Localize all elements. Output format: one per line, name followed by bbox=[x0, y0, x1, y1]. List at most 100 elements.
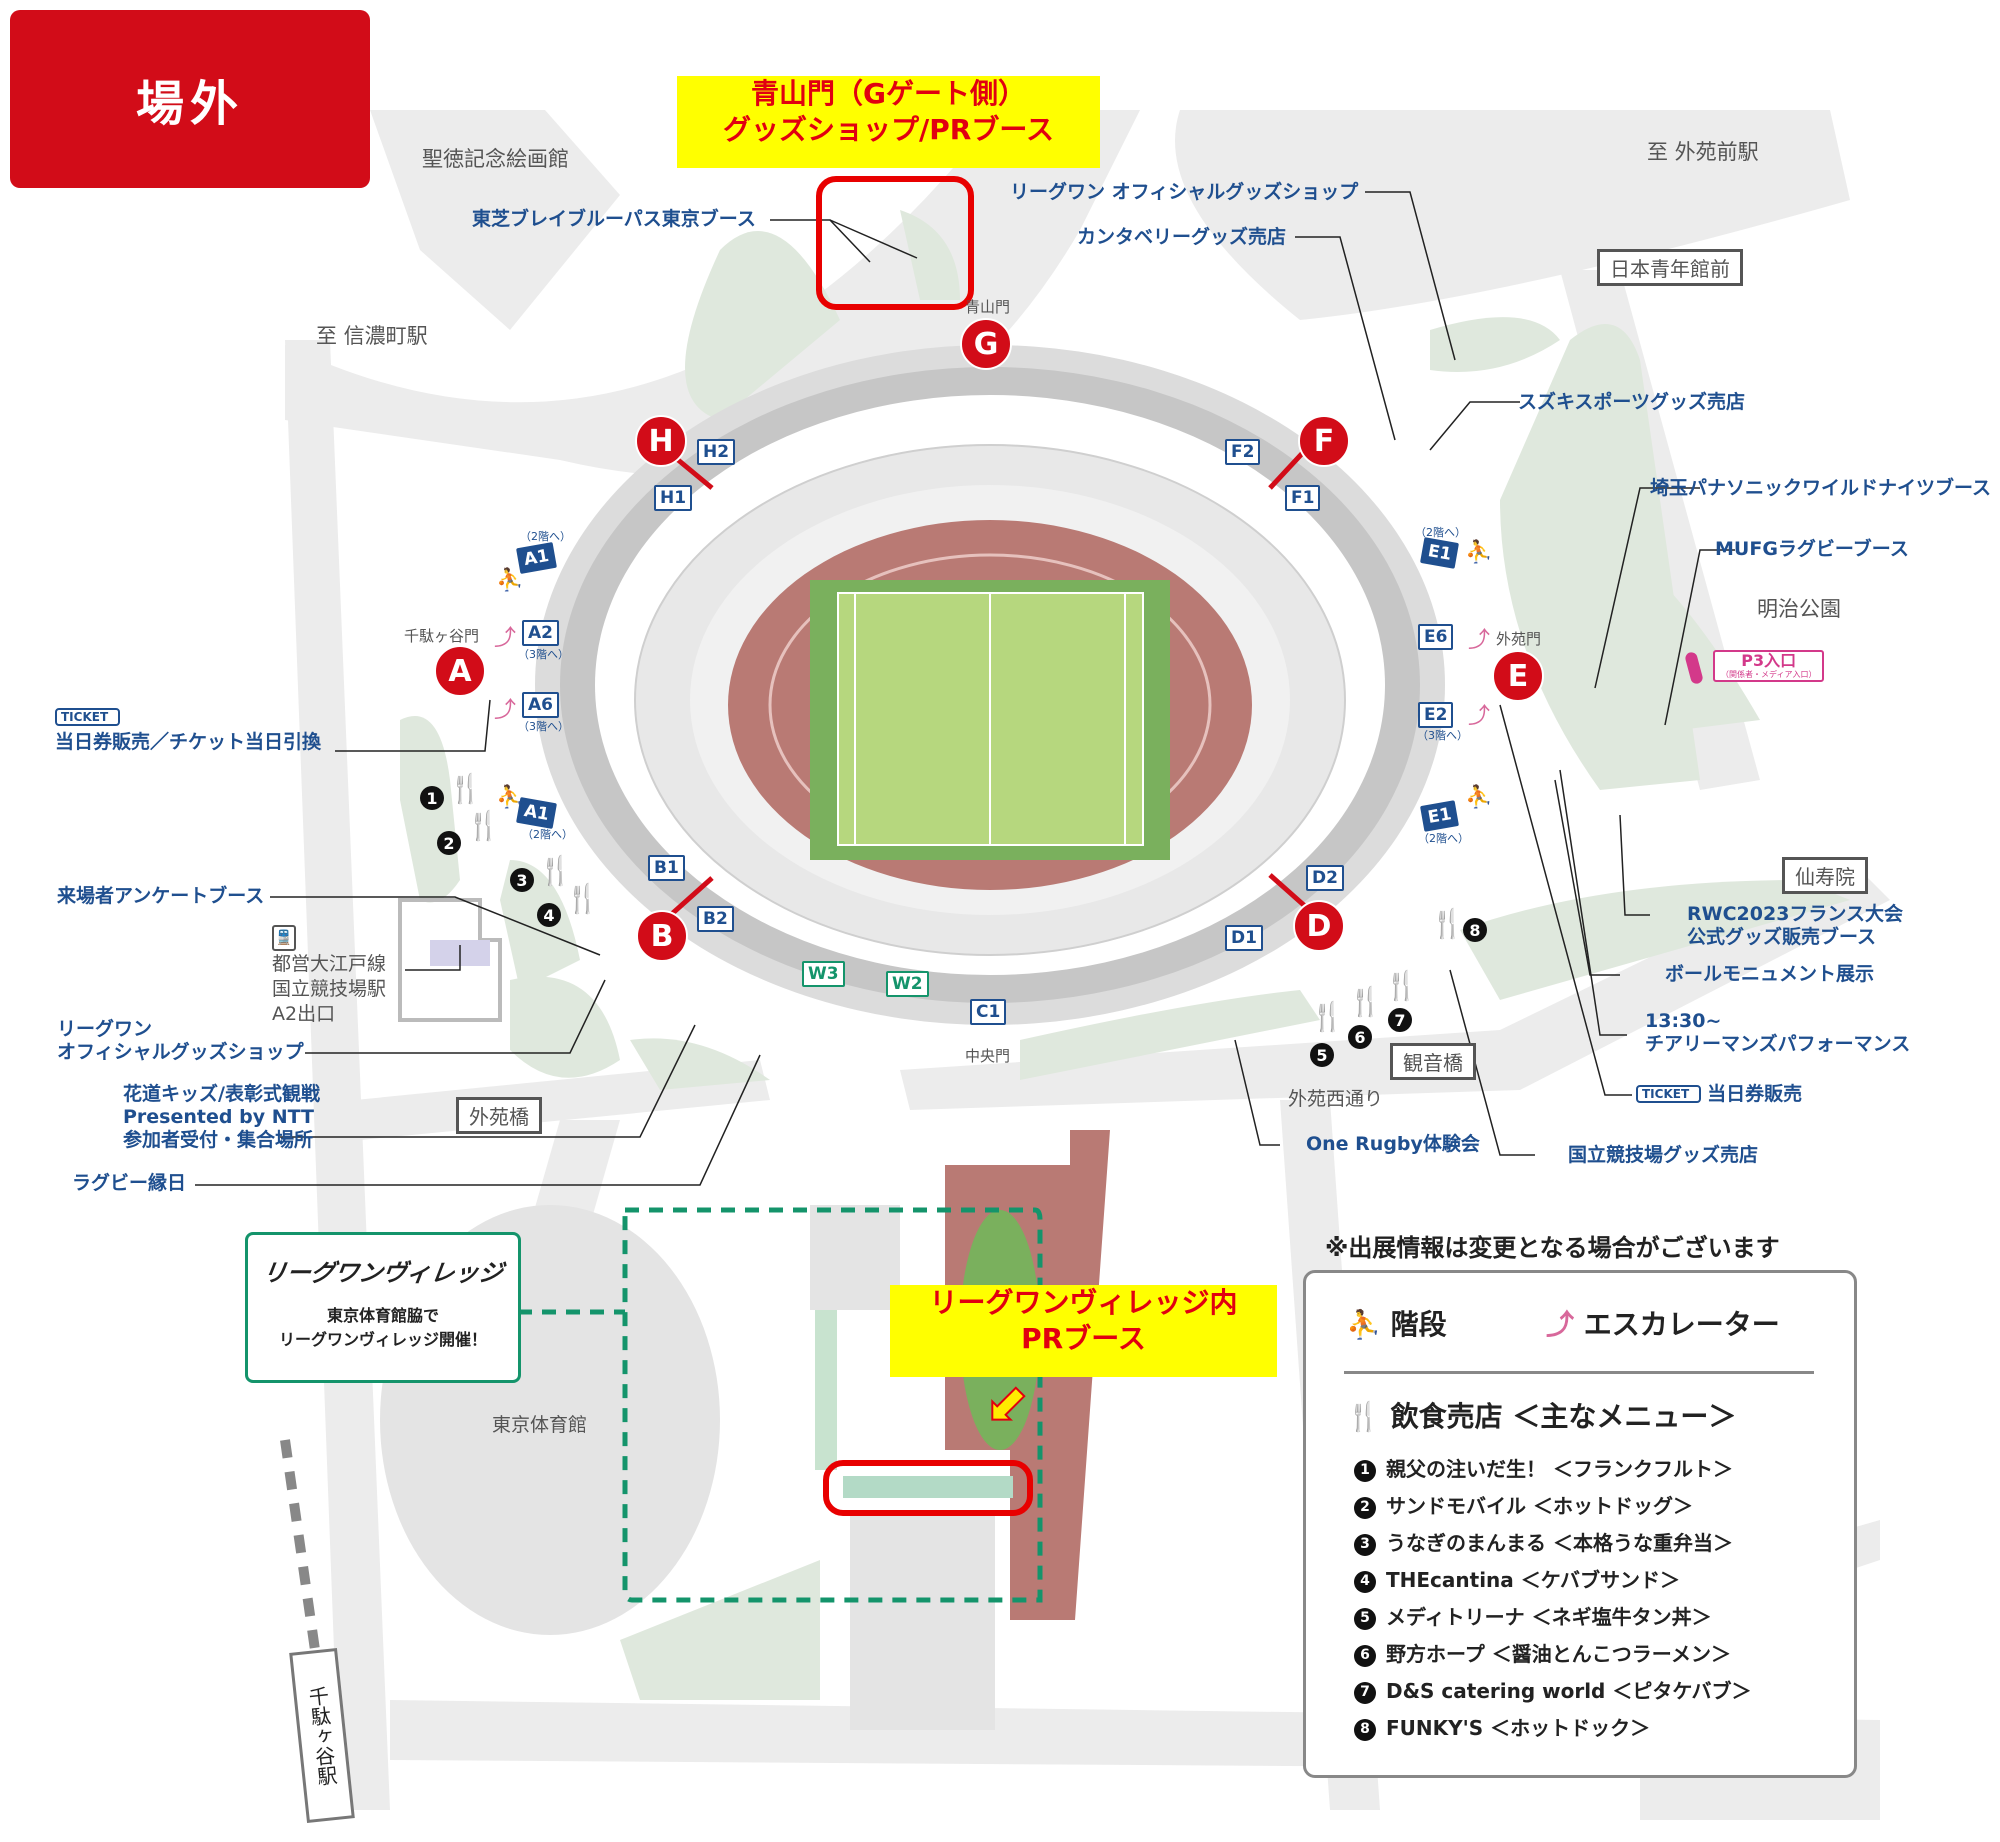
stairs-icon: ⛹ bbox=[496, 568, 524, 593]
place-seitoku: 聖徳記念絵画館 bbox=[422, 147, 569, 171]
league-one-village-callout[interactable]: リーグワンヴィレッジ 東京体育館脇で リーグワンヴィレッジ開催！ bbox=[245, 1232, 521, 1383]
booth-survey: 来場者アンケートブース bbox=[57, 885, 265, 907]
stairs-icon: ⛹ bbox=[1346, 1308, 1381, 1341]
ticket-left-label: 当日券販売／チケット当日引換 bbox=[55, 731, 322, 753]
p3-entrance-sub: （関係者・メディア入口） bbox=[1721, 670, 1817, 679]
place-sendagaya-mon: 千駄ヶ谷門 bbox=[404, 627, 480, 645]
gate-g[interactable]: G bbox=[960, 318, 1012, 370]
ticket-icon: TICKET bbox=[55, 708, 121, 726]
aoyama-booth-frame bbox=[816, 176, 974, 310]
page-title: 場外 bbox=[10, 10, 370, 188]
entrance-d1[interactable]: D1 bbox=[1225, 925, 1263, 951]
ticket-icon: TICKET bbox=[1636, 1085, 1702, 1104]
entrance-b2[interactable]: B2 bbox=[697, 906, 734, 932]
booth-national-goods: 国立競技場グッズ売店 bbox=[1568, 1144, 1759, 1166]
entrance-a2[interactable]: A2 bbox=[522, 620, 559, 646]
legend-stairs: ⛹ 階段 bbox=[1346, 1308, 1447, 1341]
booth-rugby-ennichi: ラグビー縁日 bbox=[72, 1172, 187, 1194]
food-stall-3[interactable]: 3 bbox=[510, 868, 534, 892]
entrance-h1[interactable]: H1 bbox=[654, 485, 693, 511]
booth-suzuki: スズキスポーツグッズ売店 bbox=[1518, 391, 1746, 413]
fork-knife-icon: 🍴 bbox=[565, 882, 600, 915]
place-to-gaienmae: 至 外苑前駅 bbox=[1647, 140, 1759, 164]
booth-rwc2023: RWC2023フランス大会 公式グッズ販売ブース bbox=[1687, 903, 1904, 948]
aoyama-highlight-line2: グッズショップ/PRブース bbox=[723, 113, 1054, 147]
entrance-b1[interactable]: B1 bbox=[648, 855, 685, 881]
entrance-h2[interactable]: H2 bbox=[697, 439, 736, 465]
fork-knife-icon: 🍴 bbox=[1348, 985, 1383, 1018]
aoyama-highlight-line1: 青山門（Gゲート側） bbox=[751, 77, 1026, 110]
entrance-f2[interactable]: F2 bbox=[1225, 439, 1261, 465]
entrance-e2[interactable]: E2 bbox=[1418, 702, 1454, 728]
escalator-icon: ⤴ bbox=[1468, 628, 1491, 653]
place-chuo-mon: 中央門 bbox=[965, 1047, 1011, 1065]
a2-floor: （3階へ） bbox=[518, 648, 569, 661]
booth-canterbury: カンタベリーグッズ売店 bbox=[1077, 226, 1287, 248]
gate-d[interactable]: D bbox=[1293, 900, 1345, 952]
gate-b[interactable]: B bbox=[636, 910, 688, 962]
village-highlight-line1: リーグワンヴィレッジ内 bbox=[929, 1286, 1238, 1319]
arrow-down-left-icon: ⬋ bbox=[984, 1374, 1030, 1434]
booth-one-rugby: One Rugby体験会 bbox=[1306, 1133, 1480, 1155]
village-logo: リーグワンヴィレッジ bbox=[260, 1259, 505, 1287]
place-aoyama-mon: 青山門 bbox=[965, 298, 1011, 316]
place-oedo-line: 都営大江戸線 国立競技場駅 A2出口 bbox=[272, 953, 387, 1025]
stairs-icon: ⛹ bbox=[496, 785, 524, 810]
place-gaienbashi: 外苑橋 bbox=[456, 1097, 542, 1134]
booth-cheer-performance: 13:30~ チアリーマンズパフォーマンス bbox=[1645, 1010, 1911, 1055]
place-kannonbashi: 観音橋 bbox=[1390, 1043, 1476, 1080]
a6-floor: （3階へ） bbox=[518, 720, 569, 733]
entrance-d2[interactable]: D2 bbox=[1306, 865, 1344, 891]
place-to-shinanomachi: 至 信濃町駅 bbox=[316, 324, 428, 348]
a1-top-floor: （2階へ） bbox=[520, 530, 571, 543]
fork-knife-icon: 🍴 bbox=[1346, 1400, 1381, 1433]
entrance-e6[interactable]: E6 bbox=[1418, 624, 1454, 650]
gate-h[interactable]: H bbox=[635, 415, 687, 467]
escalator-icon: ⤴ bbox=[1468, 704, 1491, 729]
escalator-icon: ⤴ bbox=[494, 698, 517, 723]
stairs-icon: ⛹ bbox=[1465, 785, 1493, 810]
gate-e[interactable]: E bbox=[1492, 650, 1544, 702]
gate-f[interactable]: F bbox=[1298, 415, 1350, 467]
village-line2: リーグワンヴィレッジ開催！ bbox=[278, 1330, 487, 1349]
food-stall-5[interactable]: 5 bbox=[1310, 1043, 1334, 1067]
village-booth-frame bbox=[823, 1460, 1033, 1516]
booth-toshiba: 東芝ブレイブルーパス東京ブース bbox=[472, 208, 756, 230]
stairs-icon: ⛹ bbox=[1465, 540, 1493, 565]
booth-ticket-right: TICKET 当日券販売 bbox=[1636, 1083, 1802, 1106]
food-stall-2[interactable]: 2 bbox=[437, 831, 461, 855]
food-stall-7[interactable]: 7 bbox=[1388, 1008, 1412, 1032]
food-stall-6[interactable]: 6 bbox=[1348, 1025, 1372, 1049]
booth-ticket-left: TICKET 当日券販売／チケット当日引換 bbox=[55, 706, 321, 754]
train-icon: 🚆 bbox=[272, 925, 296, 951]
booth-league-one-shop-left: リーグワン オフィシャルグッズショップ bbox=[57, 1018, 304, 1063]
entrance-c1[interactable]: C1 bbox=[970, 999, 1007, 1025]
fork-knife-icon: 🍴 bbox=[466, 809, 501, 842]
e2-floor: （3階へ） bbox=[1417, 729, 1468, 742]
entrance-f1[interactable]: F1 bbox=[1285, 485, 1321, 511]
legend-divider bbox=[1344, 1371, 1814, 1374]
booth-mufg: MUFGラグビーブース bbox=[1715, 538, 1909, 560]
gate-a[interactable]: A bbox=[434, 645, 486, 697]
village-line1: 東京体育館脇で bbox=[326, 1306, 439, 1325]
escalator-icon: ⤴ bbox=[494, 626, 517, 651]
entrance-a6[interactable]: A6 bbox=[522, 692, 559, 718]
place-gaien-mon: 外苑門 bbox=[1496, 630, 1542, 648]
food-stall-1[interactable]: 1 bbox=[420, 786, 444, 810]
e1-bottom-floor: （2階へ） bbox=[1418, 832, 1469, 845]
place-nihon-seinenkan: 日本青年館前 bbox=[1597, 249, 1743, 286]
entrance-w3[interactable]: W3 bbox=[802, 961, 845, 987]
food-stall-8[interactable]: 8 bbox=[1463, 918, 1487, 942]
food-stall-4[interactable]: 4 bbox=[537, 903, 561, 927]
entrance-w2[interactable]: W2 bbox=[886, 971, 929, 997]
village-pr-highlight: リーグワンヴィレッジ内 PRブース bbox=[890, 1285, 1277, 1377]
